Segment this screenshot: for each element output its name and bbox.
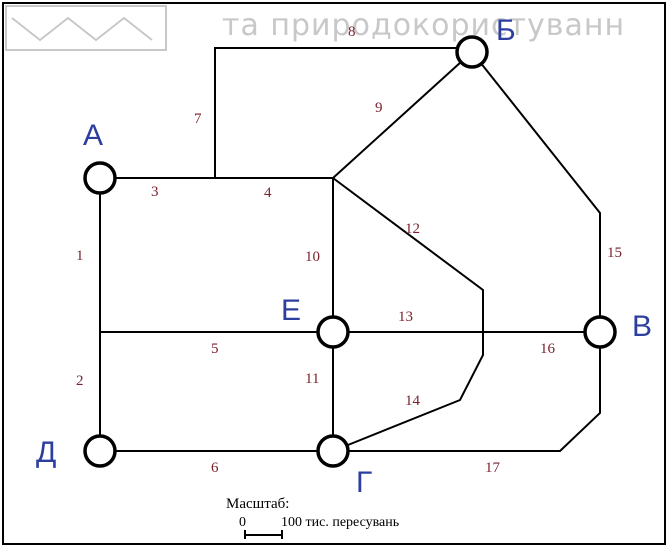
edge-line-12-14 — [332, 177, 484, 452]
edge-line-15 — [471, 51, 601, 332]
node-circle-d — [83, 434, 117, 468]
node-circle-e — [316, 315, 350, 349]
node-label-d: Д — [36, 436, 56, 469]
node-label-e: Е — [281, 294, 301, 327]
node-circle-v — [583, 315, 617, 349]
edge-label-1: 1 — [76, 248, 84, 264]
edge-label-4: 4 — [264, 185, 272, 201]
edge-label-15: 15 — [607, 245, 622, 261]
edge-label-9: 9 — [375, 100, 383, 116]
node-label-g: Г — [356, 466, 372, 499]
edge-label-10: 10 — [305, 249, 320, 265]
edge-label-5: 5 — [211, 341, 219, 357]
edge-label-16: 16 — [540, 341, 556, 357]
edge-label-11: 11 — [305, 371, 319, 387]
edge-label-8: 8 — [348, 24, 356, 40]
edge-line-7-8 — [214, 47, 472, 178]
edge-label-12: 12 — [405, 221, 420, 237]
node-circle-g — [316, 434, 350, 468]
scale-title: Масштаб: — [226, 496, 289, 512]
node-circle-a — [83, 161, 117, 195]
scale-zero: 0 — [239, 515, 246, 530]
node-circle-b — [455, 35, 489, 69]
node-label-a: А — [83, 119, 103, 152]
edge-label-2: 2 — [76, 373, 84, 389]
edge-label-14: 14 — [405, 393, 421, 409]
edge-label-7: 7 — [194, 111, 202, 127]
scale-text: 100 тис. пересувань — [281, 515, 399, 530]
edge-label-3: 3 — [151, 184, 159, 200]
edge-line-17 — [333, 332, 601, 452]
node-label-b: Б — [496, 14, 516, 47]
edge-line-9 — [332, 51, 473, 179]
edge-label-6: 6 — [211, 460, 219, 476]
watermark-text: та природокористуванн — [222, 8, 626, 43]
edge-label-17: 17 — [485, 460, 501, 476]
node-label-v: В — [632, 310, 652, 343]
edge-label-13: 13 — [398, 309, 413, 325]
